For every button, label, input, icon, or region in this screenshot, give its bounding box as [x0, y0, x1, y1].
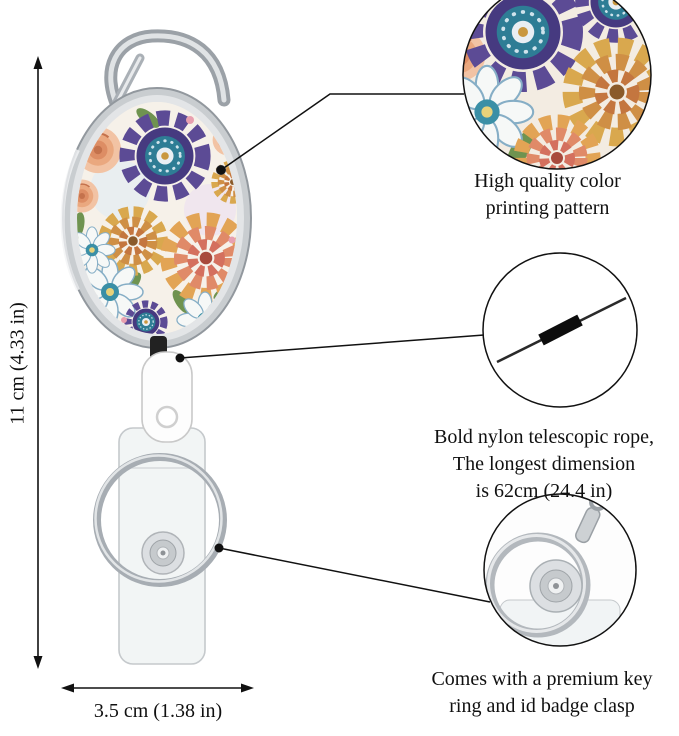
callout-text-pattern: High quality color printing pattern — [415, 168, 679, 222]
callout-circle-pattern — [462, 0, 652, 170]
floral-pattern-art — [77, 102, 237, 334]
callout-text-clasp: Comes with a premium key ring and id bad… — [392, 666, 679, 720]
retractable-tab — [141, 351, 193, 443]
callout-pattern-line-2: printing pattern — [485, 197, 610, 219]
callout-circle-rope — [482, 252, 638, 408]
callout-clasp-line-2: ring and id badge clasp — [449, 695, 635, 717]
callout-rope-line-1: Bold nylon telescopic rope, — [434, 426, 654, 448]
width-dimension-label: 3.5 cm (1.38 in) — [93, 700, 223, 722]
callout-pattern-line-1: High quality color — [474, 170, 621, 192]
callout-text-rope: Bold nylon telescopic rope, The longest … — [396, 424, 679, 505]
carabiner-clip-icon — [104, 29, 231, 119]
callout-line-clasp — [218, 547, 491, 603]
rope-closeup — [496, 296, 627, 364]
callout-rope-line-3: is 62cm (24.4 in) — [475, 480, 613, 502]
callout-circle-clasp — [483, 493, 637, 647]
callout-line-pattern — [220, 93, 464, 171]
callout-clasp-line-1: Comes with a premium key — [431, 668, 653, 690]
height-dimension-label: 11 cm (4.33 in) — [6, 302, 29, 425]
height-dimension-arrow — [33, 56, 43, 669]
callout-line-rope — [179, 334, 485, 359]
key-ring — [93, 453, 227, 587]
callout-rope-line-2: The longest dimension — [452, 453, 636, 475]
width-dimension-arrow — [61, 683, 254, 693]
clasp-closeup — [485, 494, 621, 646]
snap-button — [141, 531, 185, 575]
